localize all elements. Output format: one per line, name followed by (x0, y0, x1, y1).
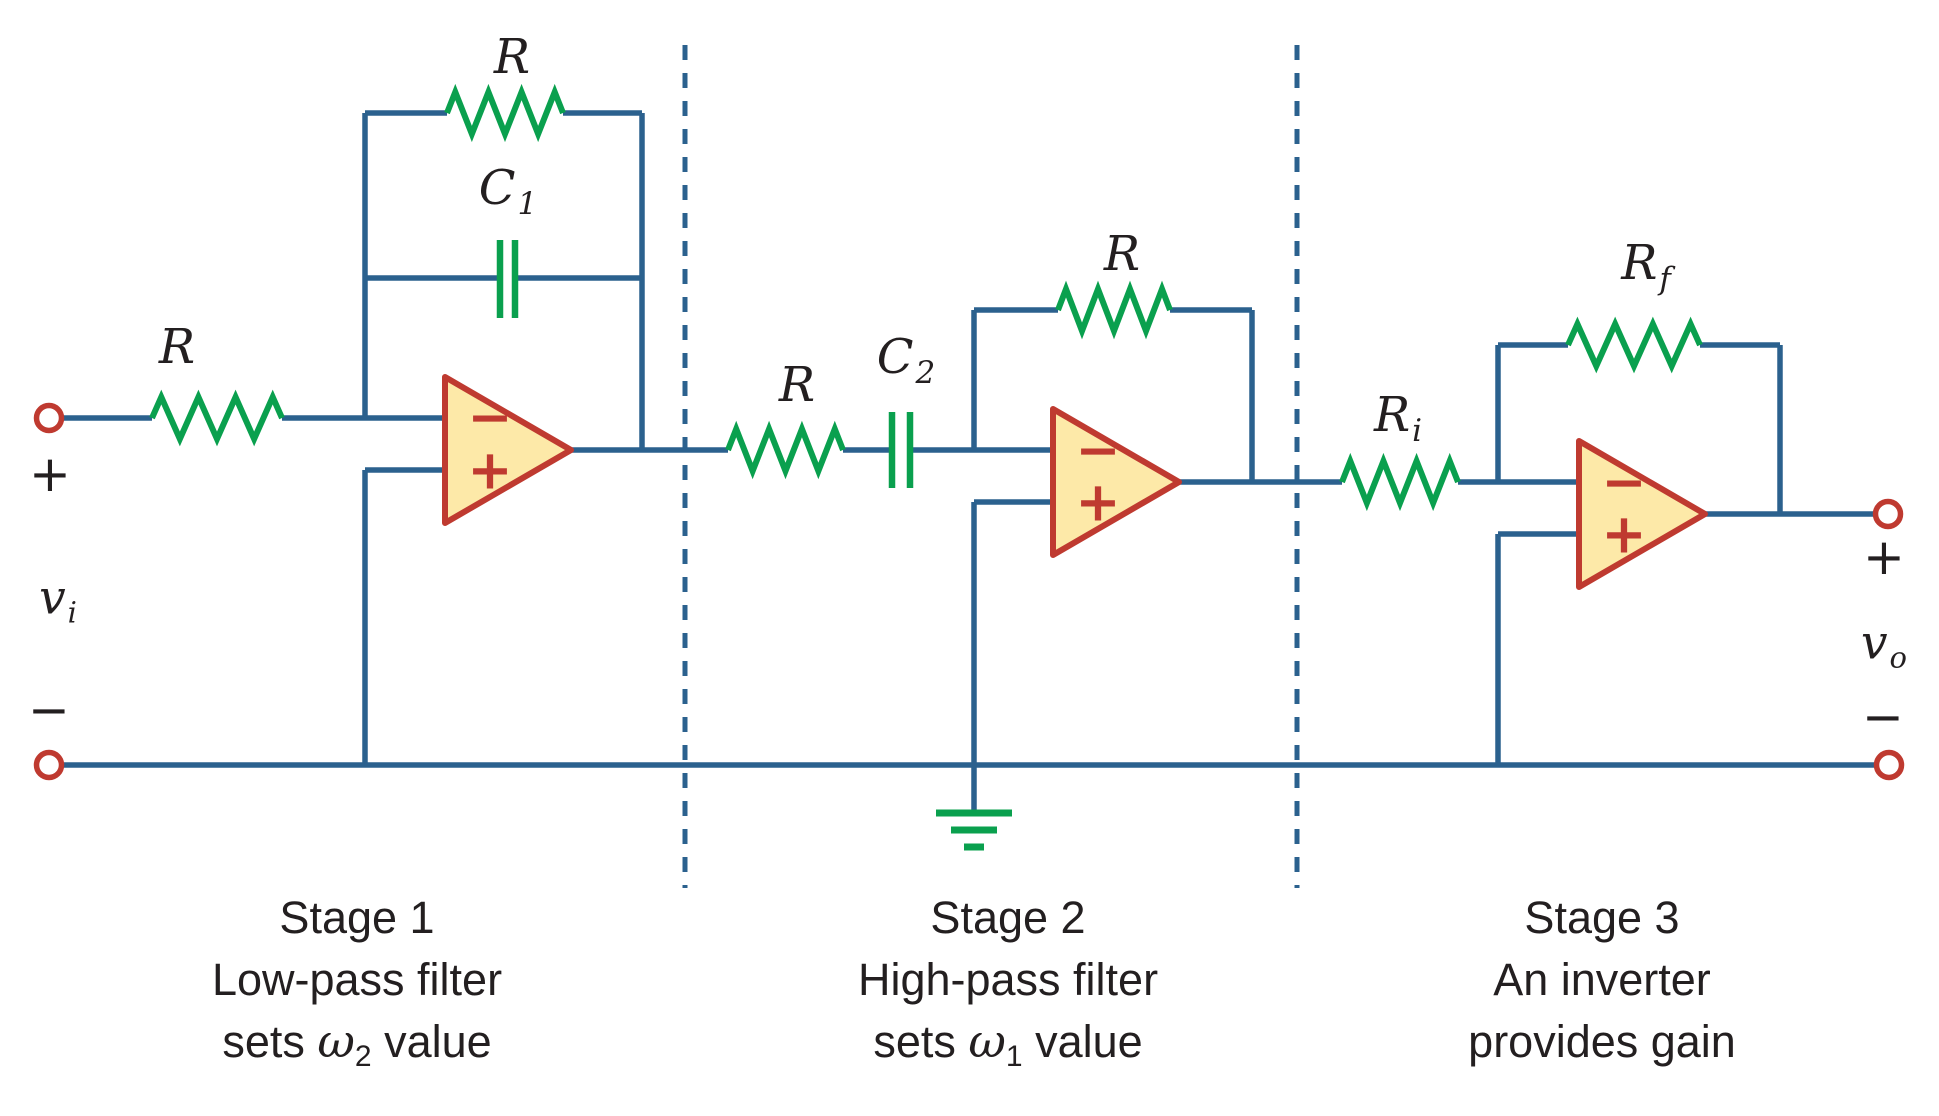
input-terminal-bottom-icon (33, 749, 65, 781)
stage1-desc1: Low-pass filter (211, 954, 503, 1005)
resistor-ri-icon (1339, 452, 1461, 512)
wire-network (62, 110, 1876, 812)
output-minus-sign: − (1862, 688, 1904, 746)
label-r-input: R (158, 319, 196, 375)
stage2-desc2: sets ω1 value (873, 1014, 1143, 1073)
resistor-input-icon (149, 389, 285, 447)
capacitor-c1-icon (496, 240, 519, 318)
output-terminal-top-icon (1872, 498, 1904, 530)
input-minus-sign: − (28, 681, 70, 739)
label-ri: Ri (1373, 387, 1423, 449)
output-plus-sign: + (1863, 528, 1905, 586)
resistor-rf-icon (1565, 316, 1703, 374)
opamp3-minus-sign: − (1601, 450, 1647, 514)
opamp3-plus-sign: + (1601, 502, 1647, 566)
label-r-feedback2: R (1103, 226, 1141, 282)
input-terminal-top-icon (33, 402, 65, 434)
output-terminal-bottom-icon (1873, 749, 1905, 781)
label-r-series2: R (778, 357, 816, 413)
label-rf: Rf (1621, 235, 1671, 297)
opamp3-icon (1576, 438, 1708, 590)
stage1-title: Stage 1 (279, 892, 435, 943)
resistor-feedback2-icon (1055, 280, 1173, 340)
label-r-feedback1: R (493, 29, 531, 85)
label-vo: vo (1860, 615, 1908, 675)
label-vi: vi (39, 570, 77, 630)
stage3-desc2: provides gain (1468, 1016, 1736, 1067)
stage2-title: Stage 2 (930, 892, 1086, 943)
resistor-feedback1-icon (444, 83, 566, 143)
opamp1-minus-sign: − (467, 385, 513, 449)
opamp1-icon (442, 374, 574, 526)
capacitor-c2-icon (888, 412, 914, 488)
opamp1-plus-sign: + (467, 438, 513, 502)
label-c2: C2 (876, 329, 936, 391)
resistor-series2-icon (725, 420, 846, 480)
stage2-desc1: High-pass filter (857, 954, 1159, 1005)
opamp2-icon (1050, 406, 1182, 558)
opamp2-plus-sign: + (1075, 470, 1121, 534)
stage3-desc1: An inverter (1493, 954, 1711, 1005)
label-c1: C1 (478, 160, 538, 222)
input-plus-sign: + (29, 445, 71, 503)
stage1-desc2: sets ω2 value (222, 1014, 492, 1073)
stage3-title: Stage 3 (1524, 892, 1680, 943)
ground-icon (936, 809, 1012, 851)
stage1-caption: Stage 1 Low-pass filter sets ω2 value (212, 887, 502, 1074)
stage2-caption: Stage 2 High-pass filter sets ω1 value (858, 887, 1158, 1074)
stage3-caption: Stage 3 An inverter provides gain (1468, 887, 1736, 1074)
opamp2-minus-sign: − (1075, 418, 1121, 482)
